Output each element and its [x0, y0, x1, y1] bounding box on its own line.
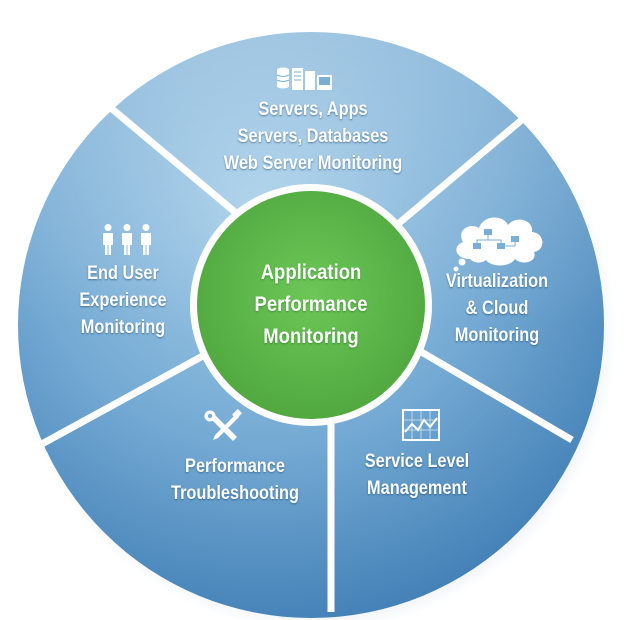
segment-line: Monitoring: [454, 325, 540, 346]
segment-line: Servers, Databases: [237, 126, 389, 147]
center-line: Monitoring: [263, 325, 359, 348]
server-database-icon: [276, 67, 332, 90]
segment-servers-label: Servers, Apps Servers, Databases Web Ser…: [214, 96, 412, 177]
segment-line: Servers, Apps: [258, 99, 368, 120]
divider-right: [416, 346, 574, 444]
segment-line: End User: [87, 263, 159, 284]
segment-line: Performance: [185, 456, 285, 477]
cloud-network-icon: [453, 217, 543, 272]
segment-line: Management: [367, 478, 467, 499]
center-line: Performance: [254, 293, 368, 316]
segment-line: Experience: [79, 290, 167, 311]
divider-left: [38, 348, 212, 449]
segment-troubleshooting-label: Performance Troubleshooting: [166, 453, 304, 507]
segment-virtualization-label: Virtualization & Cloud Monitoring: [441, 268, 553, 349]
segment-service-level-label: Service Level Management: [361, 448, 473, 502]
segment-dividers: [38, 95, 574, 612]
segment-line: Service Level: [364, 451, 470, 472]
segment-line: Virtualization: [445, 271, 549, 292]
center-line: Application: [260, 261, 362, 284]
segment-end-user-label: End User Experience Monitoring: [71, 260, 174, 341]
wrench-screwdriver-icon: [204, 409, 242, 441]
users-icon: [103, 224, 151, 255]
divider-top-right: [389, 99, 546, 232]
segment-line: & Cloud: [465, 298, 529, 319]
center-circle: [197, 191, 425, 419]
segment-line: Web Server Monitoring: [223, 153, 403, 174]
line-chart-icon: [402, 409, 440, 441]
segment-line: Monitoring: [80, 317, 166, 338]
segment-line: Troubleshooting: [170, 483, 299, 504]
divider-top-left: [96, 95, 251, 226]
center-label: Application Performance Monitoring: [232, 257, 390, 353]
